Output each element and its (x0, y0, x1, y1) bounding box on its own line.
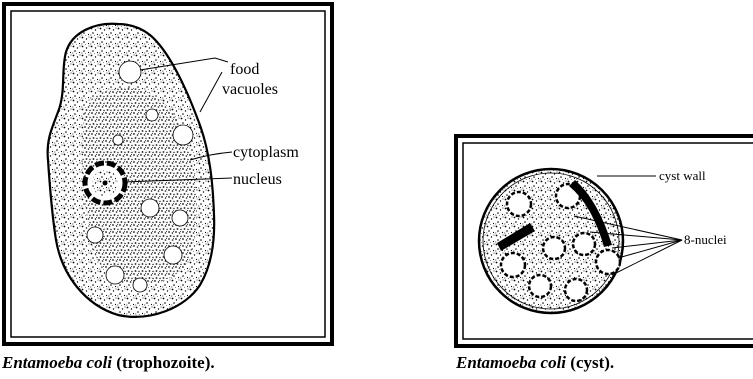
food-vacuole (172, 210, 188, 226)
leader-line-nuclei-4 (618, 240, 682, 258)
trophozoite-caption: Entamoeba coli (trophozoite). (2, 353, 215, 373)
trophozoite-nucleus (85, 163, 125, 203)
label-food: food (230, 61, 259, 78)
cyst-nucleus (529, 275, 551, 297)
label-8-nuclei: 8-nuclei (684, 232, 727, 247)
leader-line-food-vacuoles-2 (200, 72, 222, 112)
food-vacuole (173, 125, 193, 145)
food-vacuole (141, 199, 159, 217)
food-vacuole (164, 246, 182, 264)
trophozoite-caption-species: Entamoeba coli (2, 353, 112, 372)
cyst-nucleus (507, 192, 531, 216)
food-vacuole (106, 266, 124, 284)
label-nucleus: nucleus (233, 171, 282, 188)
food-vacuole (113, 135, 123, 145)
cyst-caption-species: Entamoeba coli (456, 353, 566, 372)
food-vacuole (119, 61, 141, 83)
cyst-panel: cyst wall 8-nuclei (456, 136, 753, 346)
food-vacuole (133, 278, 147, 292)
cyst-nucleus (543, 237, 565, 259)
cyst-nucleus (565, 279, 587, 301)
cyst-nucleus (573, 233, 595, 255)
cyst-caption-stage: (cyst). (570, 353, 614, 372)
trophozoite-caption-stage: (trophozoite). (116, 353, 214, 372)
cyst-caption: Entamoeba coli (cyst). (456, 353, 614, 373)
label-cytoplasm: cytoplasm (233, 144, 299, 161)
food-vacuole (146, 109, 158, 121)
label-vacuoles: vacuoles (222, 81, 278, 98)
trophozoite-panel: food vacuoles cytoplasm nucleus (4, 4, 332, 344)
cyst-nucleus (596, 250, 620, 274)
label-cyst-wall: cyst wall (659, 168, 706, 183)
food-vacuole (87, 227, 103, 243)
cyst-nucleus (501, 253, 525, 277)
